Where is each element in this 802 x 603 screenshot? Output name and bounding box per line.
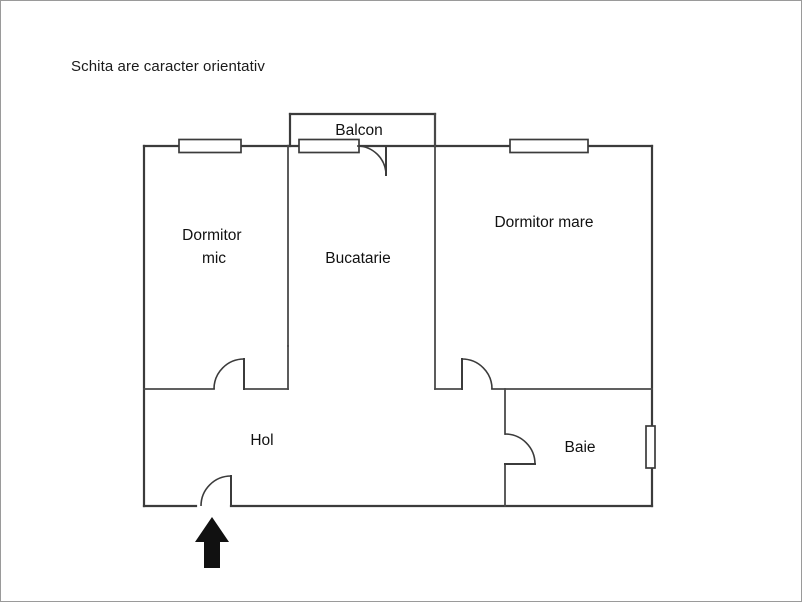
- door-entrance: [200, 475, 232, 507]
- windows: [178, 138, 656, 469]
- door-balcon: [356, 145, 387, 176]
- room-label-bucatarie: Bucatarie: [325, 250, 390, 267]
- room-label-baie: Baie: [564, 439, 595, 456]
- window-balcon: [298, 138, 360, 154]
- door-balcon-arc: [356, 145, 387, 176]
- door-entrance-arc: [200, 475, 232, 507]
- room-labels: Dormitor mic Bucatarie Dormitor mare Bal…: [182, 122, 595, 456]
- room-label-dormitor-mic: Dormitor mic: [182, 227, 246, 267]
- window-baie: [645, 425, 656, 469]
- door-dormitor-mic-arc: [213, 358, 245, 390]
- entrance-arrow: [195, 517, 229, 568]
- room-label-hol: Hol: [250, 432, 273, 449]
- entrance-arrow-glyph: [195, 517, 229, 568]
- door-baie: [504, 433, 536, 465]
- room-label-dormitor-mic-line2: mic: [202, 250, 226, 267]
- window-dormitor-mare: [509, 138, 589, 154]
- door-dormitor-mic: [213, 358, 245, 390]
- door-dormitor-mare: [461, 358, 493, 390]
- interior-walls: [143, 113, 653, 507]
- room-label-dormitor-mic-line1: Dormitor: [182, 227, 241, 244]
- door-baie-arc: [504, 433, 536, 465]
- room-label-dormitor-mare: Dormitor mare: [494, 214, 593, 231]
- window-dormitor-mic: [178, 138, 242, 154]
- page-title: Schita are caracter orientativ: [71, 58, 265, 75]
- doors: [200, 145, 536, 507]
- room-label-balcon: Balcon: [335, 122, 382, 139]
- door-dormitor-mare-arc: [461, 358, 493, 390]
